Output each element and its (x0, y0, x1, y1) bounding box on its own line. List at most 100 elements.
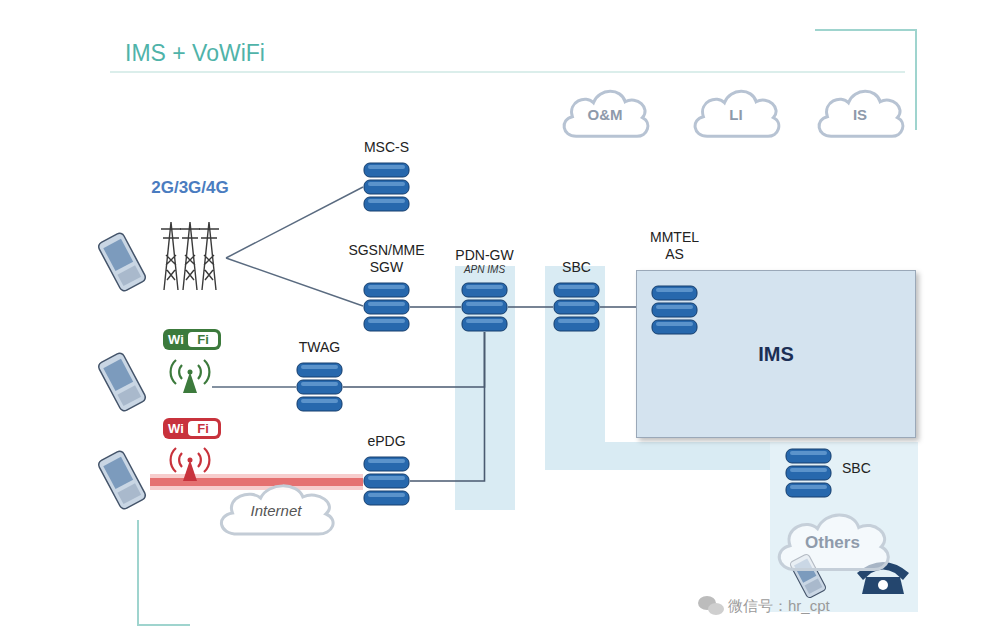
server-shine (301, 382, 338, 386)
connector (343, 332, 485, 387)
cloud-node: LI (688, 84, 784, 140)
server-shine (656, 322, 693, 326)
server-icon (785, 448, 832, 498)
connector (508, 306, 553, 308)
wechat-icon (698, 596, 724, 615)
server-bar (462, 300, 507, 314)
wifi-logo-text: Wi (164, 418, 188, 439)
server-shine (466, 285, 503, 289)
server-label: TWAG (299, 339, 340, 356)
connector (410, 306, 461, 308)
server-bar (462, 283, 507, 297)
server-shine (558, 285, 595, 289)
server-bar (297, 363, 342, 377)
server-icon (363, 456, 410, 506)
server-shine (558, 319, 595, 323)
phone (97, 450, 147, 511)
wifi-logo-text: Fi (188, 329, 218, 350)
cloud-shape (819, 91, 903, 136)
server-icon (553, 282, 600, 332)
server-icon (363, 162, 410, 212)
sbc-band (545, 266, 605, 470)
wifi-logo-text: Fi (188, 418, 218, 439)
server-bar (364, 300, 409, 314)
server-bar (554, 300, 599, 314)
server-shine (790, 451, 827, 455)
server-shine (656, 305, 693, 309)
cloud-shape (221, 486, 333, 534)
server-bar (554, 317, 599, 331)
server-bar (364, 283, 409, 297)
server-shine (466, 319, 503, 323)
server-shine (368, 165, 405, 169)
server-node: SGSN/MME SGW (363, 282, 410, 332)
server-label: PDN-GWAPN IMS (455, 247, 513, 276)
server-shine (368, 319, 405, 323)
phone (97, 352, 147, 413)
server-node: SBC (553, 282, 600, 332)
server-bar (652, 286, 697, 300)
server-bar (364, 474, 409, 488)
server-bar (786, 483, 831, 497)
untrusted-link (150, 478, 363, 486)
cloud-shape (564, 91, 648, 136)
server-node: MSC-S (363, 162, 410, 212)
node-name: PDN-GW (455, 247, 513, 264)
server-shine (368, 302, 405, 306)
diagram-title: IMS + VoWiFi (125, 40, 265, 67)
network-label: 2G/3G/4G (140, 178, 240, 198)
server-bar (364, 457, 409, 471)
radio-tower (161, 222, 219, 290)
title-rule (110, 71, 905, 73)
node-name: TWAG (299, 339, 340, 356)
server-node: PDN-GWAPN IMS (461, 282, 508, 332)
server-icon (296, 362, 343, 412)
server-shine (368, 493, 405, 497)
server-shine (368, 459, 405, 463)
wifi-logo (163, 329, 221, 393)
watermark: 微信号：hr_cpt (728, 597, 830, 616)
server-shine (368, 199, 405, 203)
sbc-band (770, 442, 918, 612)
node-name: SBC (562, 259, 591, 276)
node-name: SBC (842, 460, 871, 477)
server-shine (790, 468, 827, 472)
wifi-logo-text: Wi (164, 329, 188, 350)
server-bar (786, 449, 831, 463)
server-bar (652, 303, 697, 317)
cloud-node: O&M (557, 84, 653, 140)
cloud-node: Internet (212, 478, 340, 538)
connector (410, 332, 485, 481)
node-name: Others (805, 533, 860, 553)
node-name: O&M (588, 106, 623, 124)
server-shine (368, 476, 405, 480)
server-shine (656, 288, 693, 292)
node-subtitle: APN IMS (455, 264, 513, 276)
wifi-link (212, 386, 296, 388)
cloud-shape (695, 91, 779, 136)
server-node: TWAG (296, 362, 343, 412)
server-shine (301, 399, 338, 403)
node-name: ePDG (367, 433, 405, 450)
server-shine (301, 365, 338, 369)
phone (97, 232, 147, 293)
node-name: IMS (758, 342, 794, 366)
server-bar (652, 320, 697, 334)
untrusted-link (150, 474, 363, 490)
server-bar (364, 163, 409, 177)
server-node: MMTEL AS (651, 285, 698, 335)
node-name: MSC-S (364, 139, 409, 156)
node-name: Internet (251, 502, 302, 520)
server-node: ePDG (363, 456, 410, 506)
server-label: MMTEL AS (643, 229, 707, 263)
server-bar (297, 397, 342, 411)
server-label: SGSN/MME SGW (345, 242, 429, 276)
server-shine (368, 285, 405, 289)
node-name: SGSN/MME SGW (345, 242, 429, 276)
server-label: SBC (562, 259, 591, 276)
ims-core-box: IMS MMTEL AS (636, 270, 916, 438)
radio-link (226, 187, 363, 306)
server-shine (558, 302, 595, 306)
